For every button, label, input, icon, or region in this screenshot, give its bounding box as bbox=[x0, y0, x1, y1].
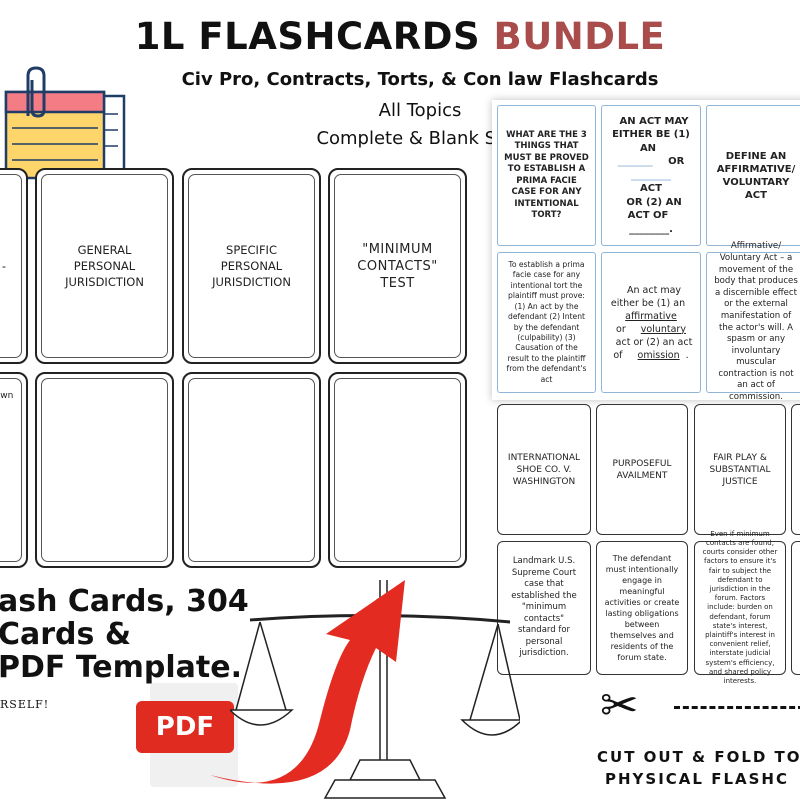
flashcard-partial-top: - bbox=[0, 168, 28, 364]
cut-instruction-line-2: PHYSICAL FLASHC bbox=[605, 770, 789, 788]
promo-line-3: PDF Template. bbox=[0, 650, 242, 685]
flashcard-partial-right-top bbox=[791, 404, 800, 535]
notepad-clip-icon bbox=[4, 66, 126, 180]
flashcard-fair-play-answer: Even if minimum contacts are found, cour… bbox=[694, 530, 786, 685]
flashcard-torts-q1: WHAT ARE THE 3 THINGS THAT MUST BE PROVE… bbox=[497, 105, 596, 246]
page-title: 1L FLASHCARDS BUNDLE bbox=[0, 14, 800, 60]
promo-line-2: Cards & bbox=[0, 617, 131, 652]
cut-line-divider bbox=[674, 706, 800, 709]
red-curved-arrow-icon bbox=[210, 580, 405, 784]
sets-line: Complete & Blank Sets bbox=[316, 128, 524, 149]
flashcard-partial-bottom: own bbox=[0, 372, 28, 568]
flashcard-torts-q2: AN ACT MAY EITHER BE (1) AN_______ OR___… bbox=[601, 105, 701, 246]
promo-line-4: RSELF! bbox=[0, 698, 50, 711]
flashcard-torts-q3: DEFINE AN AFFIRMATIVE/ VOLUNTARY ACT bbox=[706, 105, 800, 246]
subtitle: Civ Pro, Contracts, Torts, & Con law Fla… bbox=[181, 69, 659, 90]
flashcard-blank-1 bbox=[35, 372, 174, 568]
flashcard-fair-play: FAIR PLAY & SUBSTANTIAL JUSTICE bbox=[694, 404, 786, 535]
cut-instruction-line-1: CUT OUT & FOLD TO bbox=[597, 748, 800, 766]
topics-line: All Topics bbox=[378, 100, 462, 121]
pdf-badge: PDF bbox=[136, 701, 234, 753]
flashcard-purposeful-answer: The defendant must intentionally engage … bbox=[596, 541, 688, 675]
flashcard-general-jurisdiction: GENERAL PERSONAL JURISDICTION bbox=[35, 168, 174, 364]
flashcard-torts-a1: To establish a prima facie case for any … bbox=[497, 252, 596, 393]
scissors-icon: ✂ bbox=[600, 678, 639, 732]
flashcard-blank-2 bbox=[182, 372, 321, 568]
flashcard-blank-3 bbox=[328, 372, 467, 568]
flashcard-torts-a2: An act may either be (1) an affirmative … bbox=[601, 252, 701, 393]
flashcard-purposeful-availment: PURPOSEFUL AVAILMENT bbox=[596, 404, 688, 535]
flashcard-specific-jurisdiction: SPECIFIC PERSONAL JURISDICTION bbox=[182, 168, 321, 364]
flashcard-torts-a3: Affirmative/ Voluntary Act – a movement … bbox=[706, 241, 800, 402]
flashcard-partial-right-bottom bbox=[791, 541, 800, 675]
title-accent: BUNDLE bbox=[493, 15, 666, 58]
flashcard-intl-shoe: INTERNATIONAL SHOE CO. V. WASHINGTON bbox=[497, 404, 591, 535]
flashcard-intl-shoe-answer: Landmark U.S. Supreme Court case that es… bbox=[497, 541, 591, 675]
flashcard-minimum-contacts: "MINIMUM CONTACTS" TEST bbox=[328, 168, 467, 364]
promo-line-1: ash Cards, 304 bbox=[0, 584, 249, 619]
title-main: 1L FLASHCARDS bbox=[134, 15, 494, 58]
